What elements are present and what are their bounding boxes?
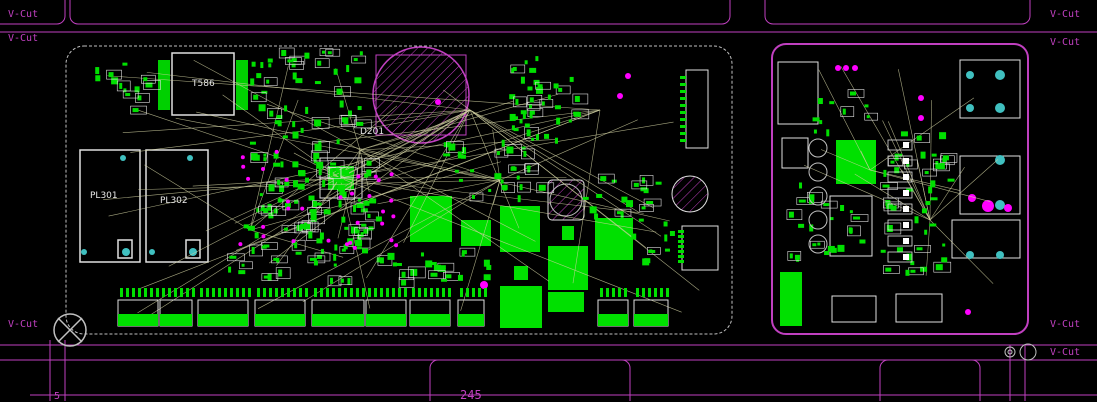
tooling-holes — [1004, 343, 1037, 361]
vcut-label: V-Cut — [8, 33, 39, 44]
fiducial-marker — [53, 313, 87, 347]
aux-board-outline — [771, 43, 1029, 335]
vias — [238, 65, 924, 250]
relay-label-left: PL301 — [90, 191, 118, 201]
vcut-label: V-Cut — [1050, 37, 1081, 48]
aux-components — [777, 59, 1021, 323]
power-device-pads — [410, 140, 876, 328]
vcut-label: V-Cut — [1050, 347, 1081, 358]
diode-label: D201 — [360, 127, 385, 137]
dimension-label: 245 — [460, 388, 482, 402]
edge-connectors — [117, 69, 913, 327]
main-board-outline — [65, 45, 733, 335]
relay-label-right: PL302 — [160, 196, 188, 206]
smd-pads — [95, 47, 958, 288]
dimension-label-left: 5 — [54, 391, 61, 402]
transformer-label: T586 — [192, 79, 215, 89]
vcut-label: V-Cut — [8, 319, 39, 330]
inductor-footprints — [547, 175, 709, 221]
vcut-label: V-Cut — [1050, 9, 1081, 20]
relay-footprints — [79, 149, 209, 263]
vcut-label: V-Cut — [1050, 319, 1081, 330]
vcut-label: V-Cut — [8, 9, 39, 20]
